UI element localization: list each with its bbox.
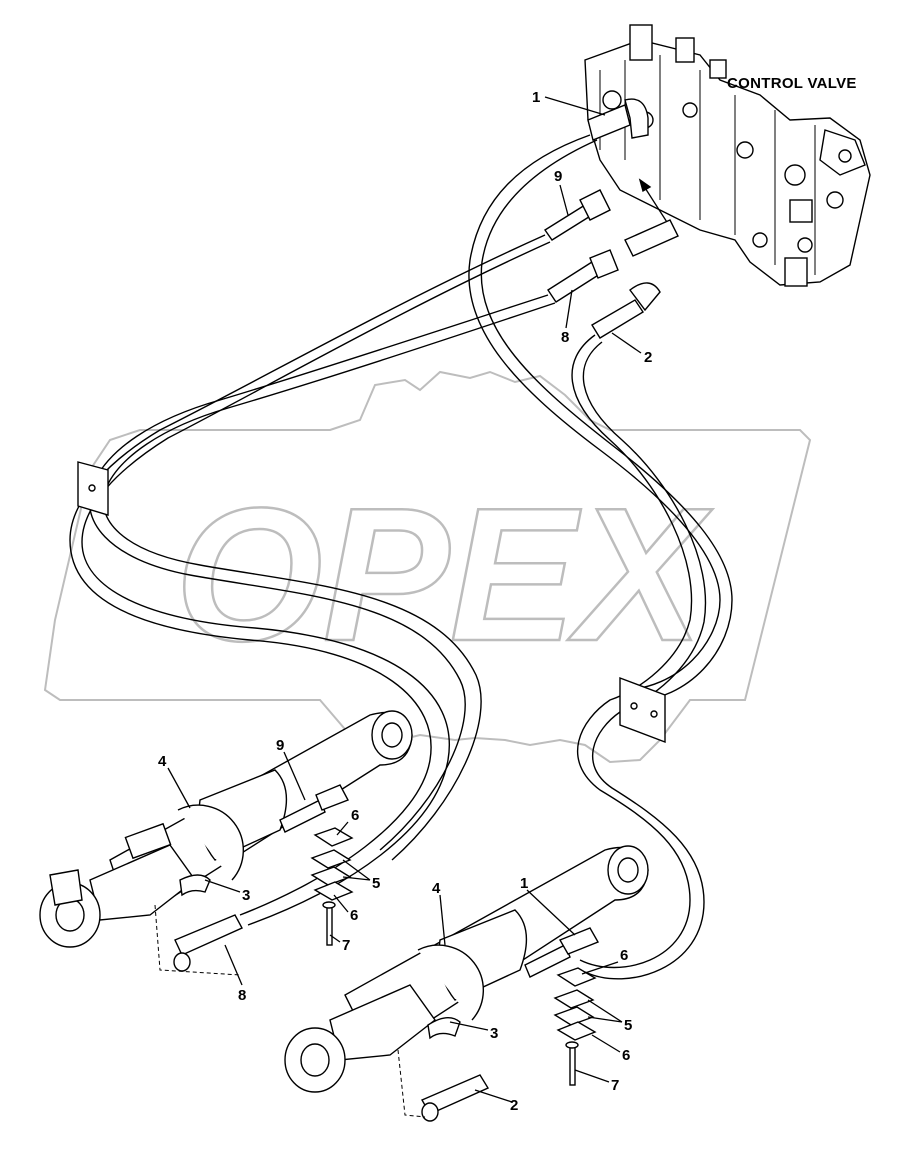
callout-2: 2 — [644, 349, 652, 366]
callout-6: 6 — [350, 907, 358, 924]
clamp-stack-right — [553, 967, 597, 1086]
callout-3: 3 — [490, 1025, 498, 1042]
watermark-text: OPEX — [175, 469, 713, 681]
callout-8: 8 — [238, 987, 246, 1004]
leader-lines — [167, 96, 642, 1103]
control-valve-label: CONTROL VALVE — [727, 75, 857, 92]
valve-fittings — [544, 98, 679, 339]
hydraulic-cylinder-left — [39, 710, 413, 976]
callout-6: 6 — [622, 1047, 630, 1064]
callout-7: 7 — [611, 1077, 619, 1094]
callout-6: 6 — [351, 807, 359, 824]
clamp-stack-left — [310, 827, 354, 946]
callout-4: 4 — [432, 880, 441, 897]
callout-2: 2 — [510, 1097, 518, 1114]
callout-9: 9 — [554, 168, 562, 185]
callout-7: 7 — [342, 937, 350, 954]
callout-5: 5 — [624, 1017, 632, 1034]
callout-5: 5 — [372, 875, 380, 892]
hydraulic-cylinder-right — [284, 845, 649, 1122]
callout-3: 3 — [242, 887, 250, 904]
clamp-brackets — [77, 461, 666, 744]
callout-1: 1 — [520, 875, 528, 892]
callout-8: 8 — [561, 329, 569, 346]
callouts: 1 9 8 2 4 9 6 5 6 7 3 8 4 1 6 5 6 7 3 2 — [158, 89, 652, 1114]
callout-6: 6 — [620, 947, 628, 964]
callout-4: 4 — [158, 753, 167, 770]
callout-1: 1 — [532, 89, 540, 106]
callout-9: 9 — [276, 737, 284, 754]
